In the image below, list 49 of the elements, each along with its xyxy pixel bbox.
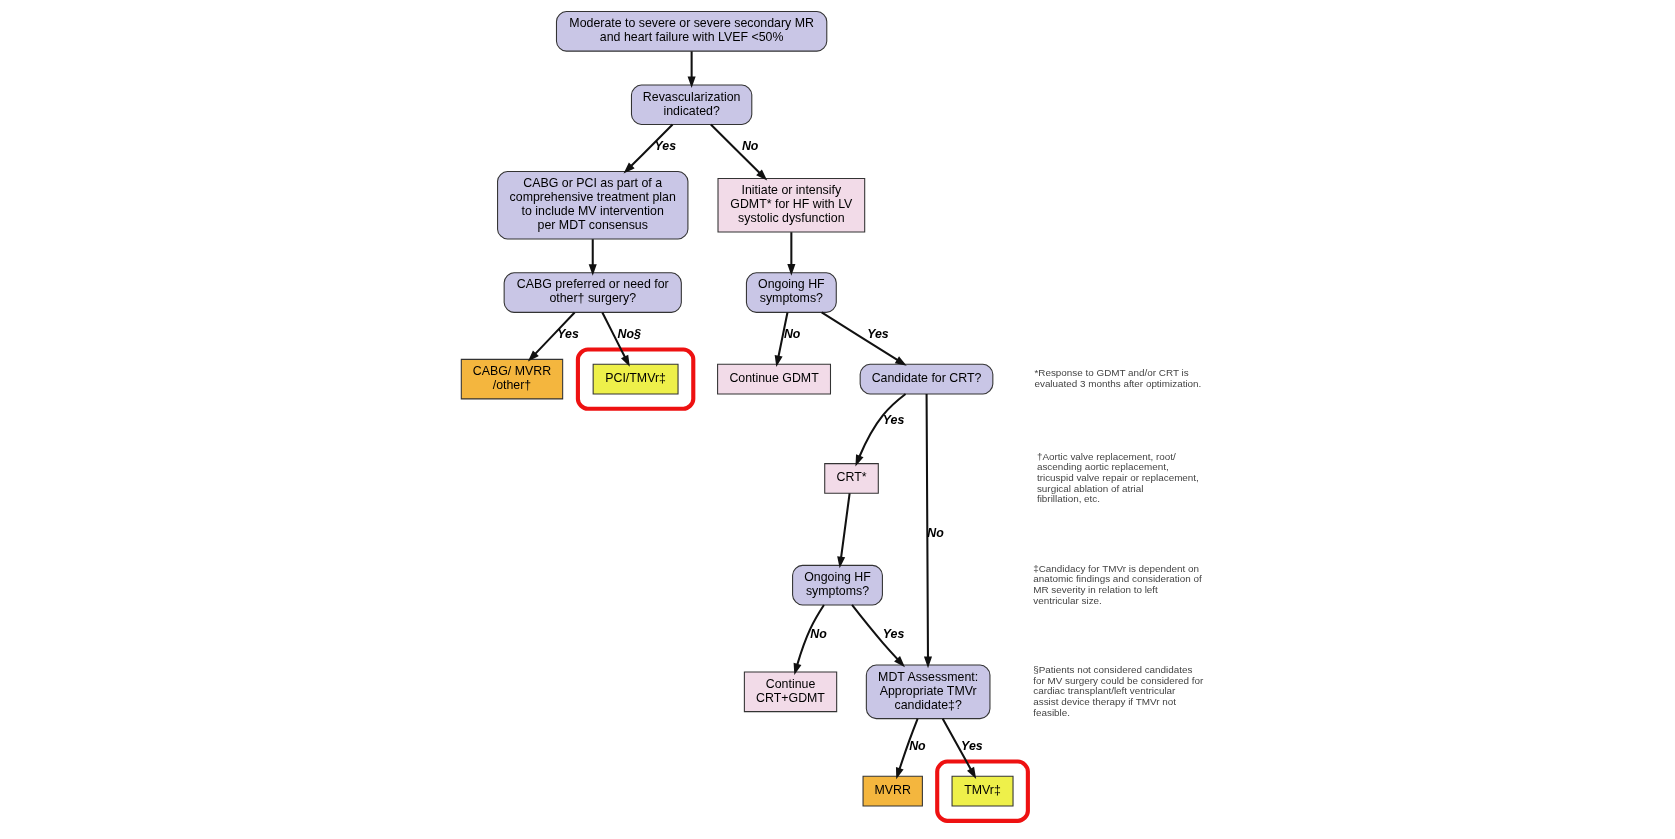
arrow	[623, 123, 674, 174]
edge-label: No§	[617, 326, 641, 341]
arrow	[774, 312, 789, 368]
edge-label: No	[741, 139, 759, 154]
edge-label: No	[909, 738, 926, 753]
edge-label: Yes	[654, 139, 677, 154]
arrow	[527, 311, 576, 362]
node-box: Ongoing HF symptoms?	[745, 272, 837, 313]
edge-label: Yes	[557, 326, 579, 341]
arrow	[851, 604, 905, 668]
node-box: MVRR	[862, 775, 923, 807]
edge-label: Yes	[961, 738, 983, 753]
arrow	[710, 123, 768, 181]
node-box: TMVr‡	[951, 775, 1014, 807]
node-box: Candidate for CRT?	[859, 363, 994, 395]
node-box: MDT Assessment: Appropriate TMVr candidate‡?	[865, 664, 991, 720]
arrow	[601, 312, 630, 367]
arrow	[793, 604, 825, 676]
arrow	[923, 394, 932, 669]
edge-label: No	[810, 626, 827, 641]
arrow	[787, 232, 796, 276]
arrow	[837, 493, 851, 569]
edge-label: Yes	[882, 626, 905, 641]
label: †Aortic valve replacement, root/ ascending aortic replacement, tricuspid valve repair or replacement, surgical ablation of atrial fibrillation, etc.	[1036, 450, 1199, 505]
node-box: Continue GDMT	[717, 363, 832, 395]
label: ‡Candidacy for TMVr is dependent on anatomic findings and consideration of MR severity in relation to left ventricular size.	[1033, 562, 1202, 606]
arrow	[855, 393, 907, 467]
cluster	[575, 347, 696, 411]
node-box: Revascularization indicated?	[630, 84, 753, 125]
node-box: Ongoing HF symptoms?	[792, 564, 883, 606]
edge-label: Yes	[867, 326, 889, 341]
label: §Patients not considered candidates for MV surgery could be considered for cardiac transplant/left ventricular assist device therapy if TMVr not feasible.	[1033, 663, 1204, 718]
arrow	[941, 718, 977, 779]
label: *Response to GDMT and/or CRT is evaluated 3 months after optimization.	[1034, 367, 1202, 390]
arrow	[588, 239, 597, 276]
cluster	[935, 759, 1030, 823]
node-box: Moderate to severe or severe secondary MR and heart failure with LVEF <50%	[555, 11, 828, 52]
node-box: CABG or PCI as part of a comprehensive treatment plan to include MV intervention per MDT consensus	[497, 170, 689, 240]
node-box: PCI/TMVr‡	[592, 363, 679, 395]
arrow	[821, 311, 907, 366]
edge-label: Yes	[882, 413, 905, 428]
node-box: Continue CRT+GDMT	[743, 671, 838, 713]
edge-label: No	[783, 326, 801, 341]
node-box: Initiate or intensify GDMT* for HF with LV systolic dysfunction	[717, 177, 866, 233]
node-box: CRT*	[824, 463, 879, 494]
arrow	[687, 51, 696, 88]
arrow	[895, 718, 919, 780]
node-box: CABG preferred or need for other† surgery?	[503, 272, 682, 313]
node-box: CABG/ MVRR/other†	[460, 358, 564, 400]
